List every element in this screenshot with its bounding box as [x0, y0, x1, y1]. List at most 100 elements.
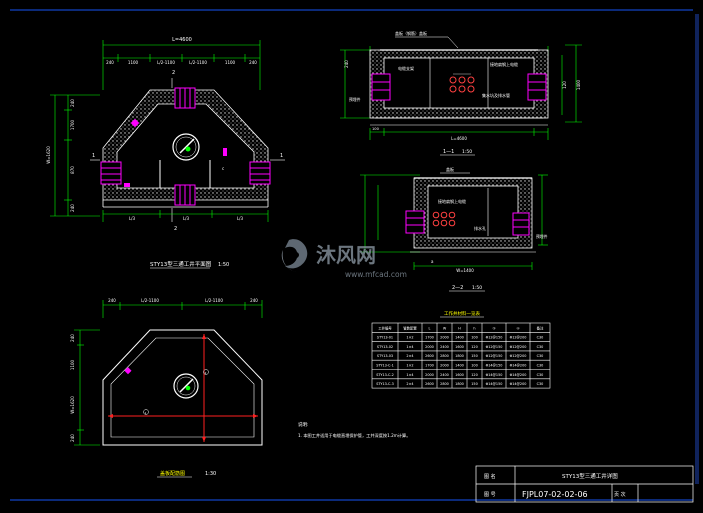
watermark-url: www.mfcad.com	[345, 270, 407, 279]
plan-label-c: c	[222, 166, 224, 171]
plan-view: L=4600 240 1100 L/2-1100 L/2-1100 1100 2…	[46, 37, 285, 269]
section-1-1: 盖板（钢筋）盖板 电缆支架 接地扁钢上电缆 集水坑及排水管 预埋件 240	[340, 30, 582, 156]
cover-outer	[102, 329, 263, 446]
table-cell: 2400	[440, 373, 449, 377]
title-page-label: 页 次	[614, 491, 626, 498]
sec1-dim-240-left: 240	[344, 60, 349, 68]
dim-seg-L2-left: L/2-1100	[157, 60, 175, 65]
table-cell: Φ14@150	[486, 364, 503, 368]
watermark-brand: 沐风网	[316, 243, 376, 267]
table-cell: Φ12@150	[486, 336, 503, 340]
sec2-right-label: 预埋件	[536, 234, 548, 239]
table-cell: 1×2	[406, 364, 413, 368]
dim-plan-h1: 240	[70, 99, 75, 107]
section-mark-2-bottom: 2	[174, 226, 177, 232]
dim-bottom-L3-1: L/3	[129, 216, 136, 221]
table-cell: Φ12@200	[510, 336, 527, 340]
table-cell: C30	[537, 373, 544, 377]
table-cell: C30	[537, 364, 544, 368]
table-cell: C30	[537, 336, 544, 340]
notes: 说明: 1. 本图工井适用于电缆直埋保护管，工井深度按1.2m计算。	[298, 421, 410, 439]
dim-plan-h2: 1700	[70, 119, 75, 130]
pipe-block-right	[249, 161, 271, 185]
sec1-title: 1—1	[443, 149, 454, 155]
dim-plan-W: W=1620	[46, 146, 51, 164]
sec1-bottom-label: 集水坑及排水管	[482, 92, 510, 98]
plan-title: STY13型三通工井平面图	[150, 260, 212, 268]
table-cell: STY13-01	[377, 336, 393, 340]
sec2-top-label: 盖板	[446, 166, 454, 172]
table-cell: Φ12@200	[510, 354, 527, 358]
title-num-label: 图 号	[484, 492, 496, 498]
table-cell: 1400	[455, 364, 464, 368]
sec2-dim-W: W=1400	[456, 268, 474, 273]
table-cell: STY13-C-2	[376, 373, 394, 377]
sec1-pipe-array	[449, 76, 475, 93]
cover-scale: 1:30	[205, 471, 216, 477]
table-header-cell: 管数配置	[403, 325, 417, 330]
dim-seg-240-right: 240	[249, 60, 257, 65]
pipe-block-top	[174, 87, 196, 109]
table-header-cell: H	[458, 326, 461, 330]
viewport-top-border	[10, 9, 693, 11]
table-cell: 1600	[455, 373, 464, 377]
cover-dim-v3: W=1620	[70, 396, 75, 414]
table-cell: Φ14@200	[510, 373, 527, 377]
cover-plate-view: 240 L/2-1100 L/2-1100 240 240 1100 W=162…	[70, 298, 263, 478]
table-cell: 2400	[440, 345, 449, 349]
section-mark-1-right: 1	[280, 153, 283, 159]
table-cell: 2600	[425, 354, 434, 358]
table-cell: 2600	[425, 382, 434, 386]
cover-dim-L2-right: L/2-1100	[205, 298, 223, 303]
table-cell: Φ14@150	[486, 382, 503, 386]
sec2-pipe-array	[432, 211, 456, 227]
manhole-opening	[172, 133, 200, 161]
watermark-logo	[281, 239, 308, 272]
table-header-cell: h	[473, 326, 475, 330]
table-title: 工作井材料一览表	[444, 310, 480, 317]
table-cell: Φ12@150	[486, 354, 503, 358]
table-cell: 1700	[425, 336, 434, 340]
note-head: 说明:	[298, 421, 309, 428]
vertical-scrollbar[interactable]	[695, 14, 699, 484]
cover-manhole	[173, 373, 199, 399]
dim-seg-240-left: 240	[106, 60, 114, 65]
section-mark-1-left: 1	[92, 153, 95, 159]
table-cell: 1800	[455, 354, 464, 358]
cover-dim-v2: 1100	[70, 359, 75, 370]
cover-bar-1: 1	[145, 411, 147, 415]
cover-title: 盖板配筋图	[160, 470, 185, 477]
plan-inner-wall	[116, 103, 255, 189]
dim-plan-h3: 870	[70, 166, 75, 174]
plan-scale: 1:50	[218, 262, 229, 268]
table-cell: 1×4	[406, 373, 413, 377]
table-cell: Φ12@150	[486, 345, 503, 349]
cover-bar-2: 2	[205, 371, 207, 375]
dim-bottom-L3-2: L/3	[183, 216, 190, 221]
dim-seg-1100-right: 1100	[225, 60, 236, 65]
table-cell: STY13-03	[377, 354, 393, 358]
table-cell: C30	[537, 345, 544, 349]
table-cell: 1800	[455, 382, 464, 386]
table-cell: 1700	[425, 364, 434, 368]
sec1-top-label: 盖板（钢筋）盖板	[395, 30, 427, 36]
table-header-cell: ②	[516, 326, 519, 330]
note-line-1: 1. 本图工井适用于电缆直埋保护管，工井深度按1.2m计算。	[298, 432, 410, 439]
table-header-cell: ①	[492, 326, 495, 330]
sec2-pipe-left	[405, 210, 425, 234]
sec2-scale: 1:50	[472, 285, 482, 291]
sec2-inner	[427, 185, 519, 239]
table-cell: STY13-C-1	[376, 364, 394, 368]
table-cell: 2000	[425, 373, 434, 377]
pipe-block-left	[100, 161, 122, 185]
table-cell: 1600	[455, 345, 464, 349]
table-header-cell: W	[443, 326, 447, 330]
cover-inner	[110, 337, 255, 438]
table-cell: 100	[471, 336, 477, 340]
table-cell: C30	[537, 354, 544, 358]
table-cell: 120	[471, 373, 477, 377]
table-cell: 100	[471, 364, 477, 368]
table-cell: Φ14@200	[510, 382, 527, 386]
